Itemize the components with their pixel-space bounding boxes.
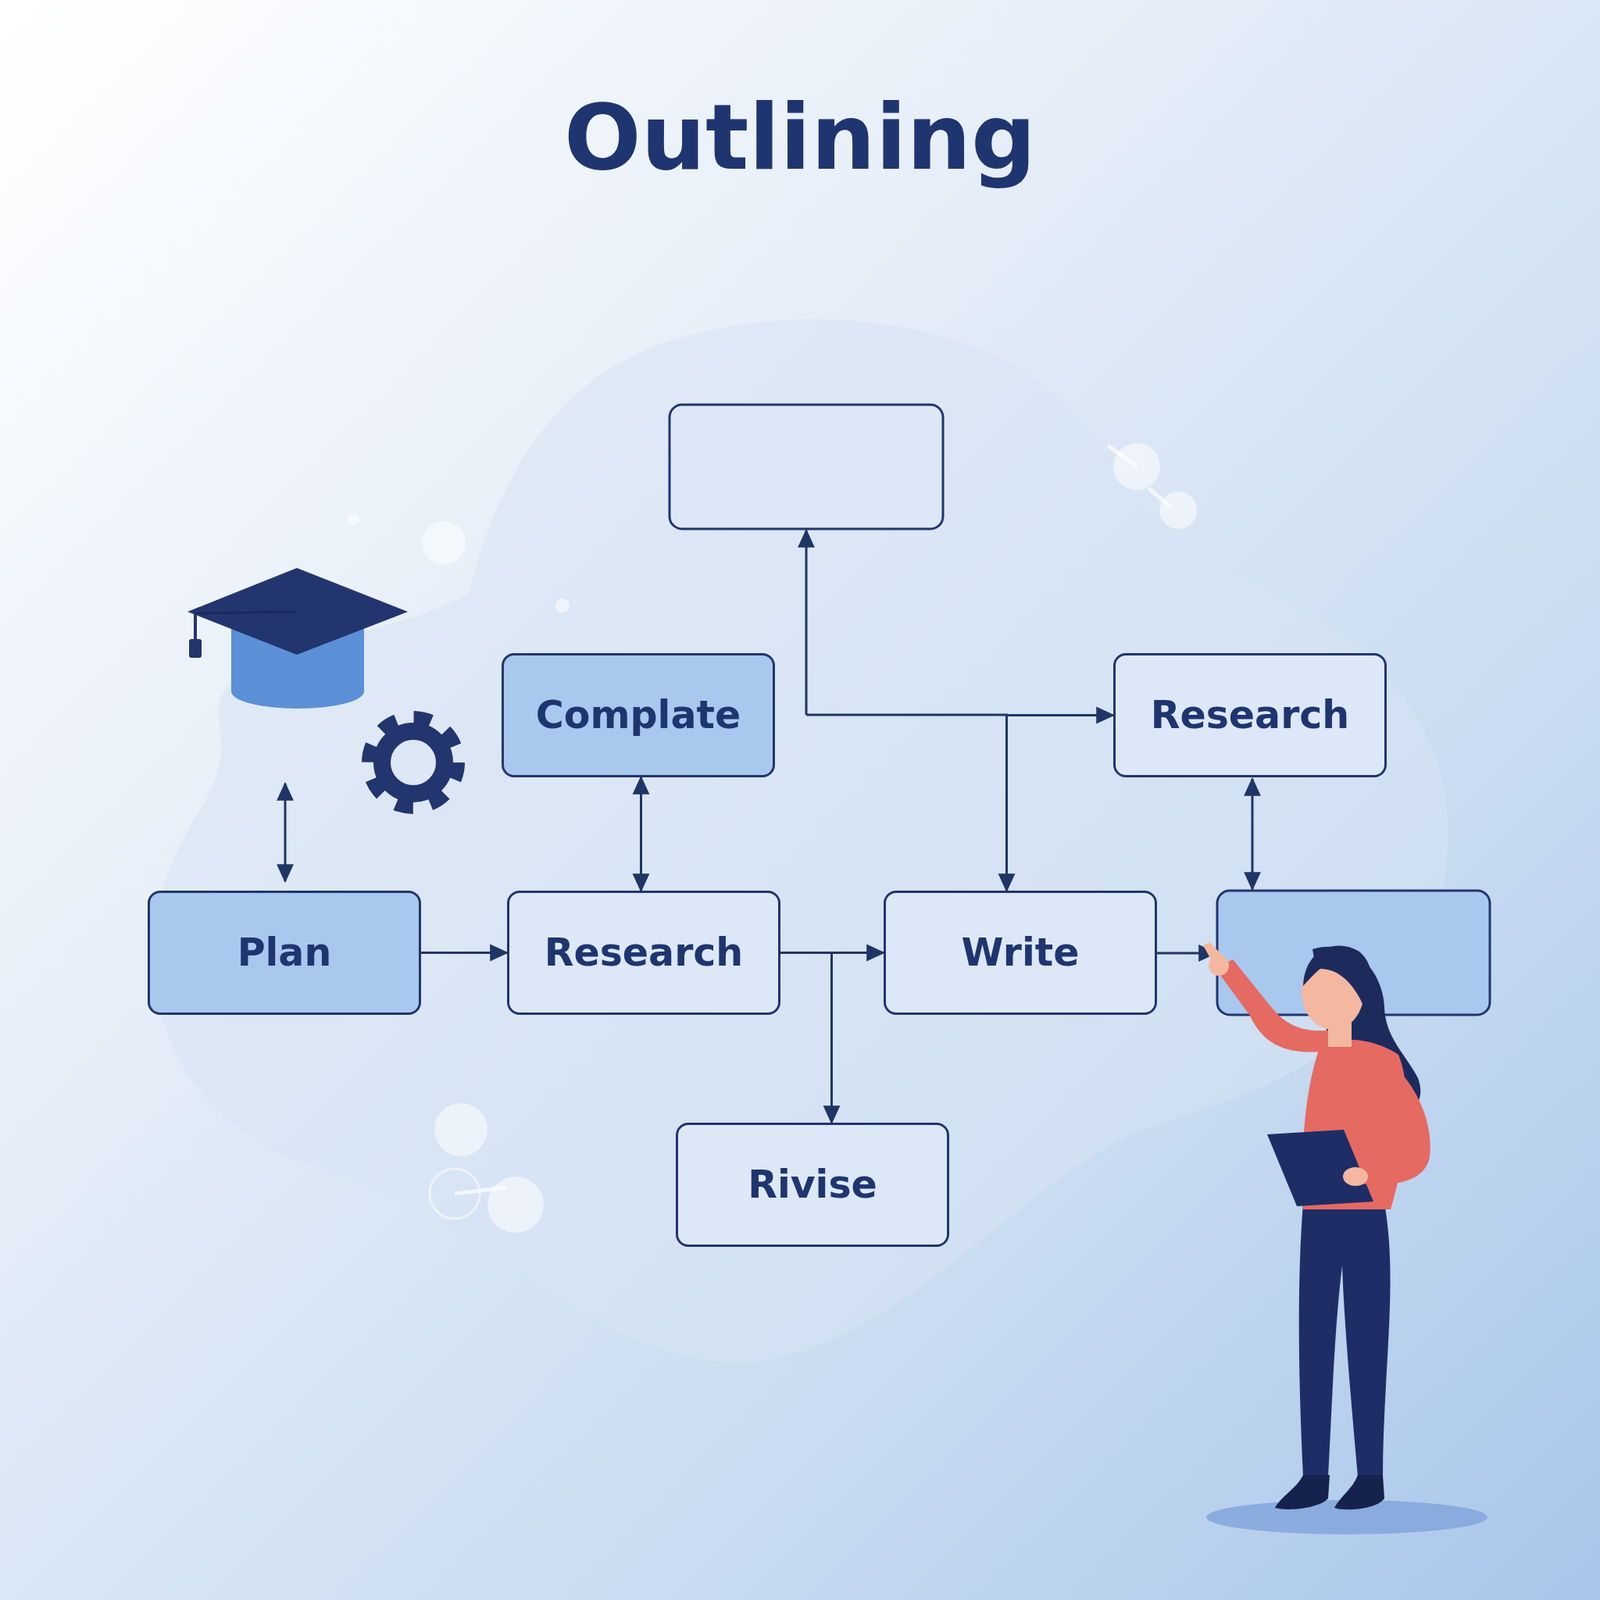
box-label: Research (544, 930, 744, 975)
flow-arrow (421, 951, 508, 954)
bubbles (346, 442, 1197, 1233)
process-box: Complate (501, 653, 775, 778)
box-label: Plan (237, 930, 333, 975)
empty-box (669, 404, 943, 529)
graduation-cap (187, 567, 408, 709)
process-box: Research (1113, 653, 1387, 778)
process-box: Plan (147, 890, 422, 1015)
box-label: Complate (535, 692, 741, 738)
molecule-links (454, 445, 1172, 1194)
box-label: Research (1150, 692, 1350, 738)
gear-icon (369, 718, 458, 807)
box-label: Rivise (747, 1162, 878, 1208)
flow-arrow (780, 953, 833, 1124)
background-blob (153, 319, 1449, 1363)
flow-arrow (1007, 715, 1115, 892)
woman-figure (1203, 942, 1488, 1535)
box-label: Write (961, 930, 1080, 975)
process-box: Rivise (675, 1122, 950, 1247)
process-box: Research (507, 890, 781, 1015)
diagram-title: Outlining (0, 84, 1600, 190)
flow-arrow (639, 777, 643, 891)
connector-lines (285, 530, 1253, 954)
process-box: Write (883, 890, 1158, 1015)
